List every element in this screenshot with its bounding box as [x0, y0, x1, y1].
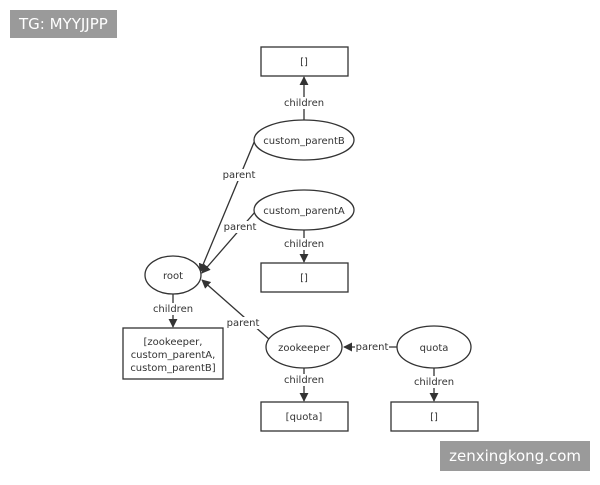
label-parentB-children: children — [284, 98, 324, 109]
box-root-children-line2: custom_parentA, — [131, 350, 216, 361]
box-parentB-children-text: [] — [300, 57, 308, 68]
box-root-children-line1: [zookeeper, — [144, 337, 203, 348]
box-parentB-children: [] — [260, 46, 349, 77]
watermark-site-badge: zenxingkong.com — [440, 441, 590, 471]
nodes: custom_parentB custom_parentA root zooke… — [144, 119, 472, 369]
label-zookeeper-children: children — [284, 375, 324, 386]
edge-labels: children children children children chil… — [151, 97, 456, 388]
edge-parentB-parent — [198, 139, 256, 273]
label-zookeeper-parent: parent — [227, 318, 260, 329]
box-zookeeper-children: [quota] — [260, 401, 349, 432]
label-root-children: children — [153, 304, 193, 315]
node-root-label: root — [163, 271, 183, 282]
node-quota: quota — [396, 325, 472, 369]
node-custom-parentB: custom_parentB — [253, 119, 355, 161]
watermark-tg-badge: TG: MYYJJPP — [10, 10, 117, 38]
node-custom-parentA-label: custom_parentA — [263, 206, 345, 217]
node-quota-label: quota — [420, 343, 449, 354]
node-custom-parentA: custom_parentA — [253, 189, 355, 231]
label-quota-children: children — [414, 377, 454, 388]
box-zookeeper-children-text: [quota] — [286, 412, 323, 423]
box-quota-children: [] — [390, 401, 479, 432]
label-parentA-parent: parent — [224, 222, 257, 233]
node-zookeeper: zookeeper — [265, 325, 343, 369]
box-parentA-children-text: [] — [300, 273, 308, 284]
node-zookeeper-label: zookeeper — [278, 343, 331, 354]
label-parentA-children: children — [284, 239, 324, 250]
boxes: [] [] [zookeeper, custom_parentA, custom… — [122, 46, 479, 432]
node-root: root — [144, 255, 202, 295]
label-parentB-parent: parent — [223, 170, 256, 181]
box-parentA-children: [] — [260, 262, 349, 293]
box-quota-children-text: [] — [430, 412, 438, 423]
edge-zookeeper-parent — [201, 279, 271, 341]
box-root-children: [zookeeper, custom_parentA, custom_paren… — [122, 327, 224, 380]
box-root-children-line3: custom_parentB] — [130, 363, 215, 374]
node-custom-parentB-label: custom_parentB — [263, 136, 345, 147]
label-quota-parent: parent — [356, 342, 389, 353]
